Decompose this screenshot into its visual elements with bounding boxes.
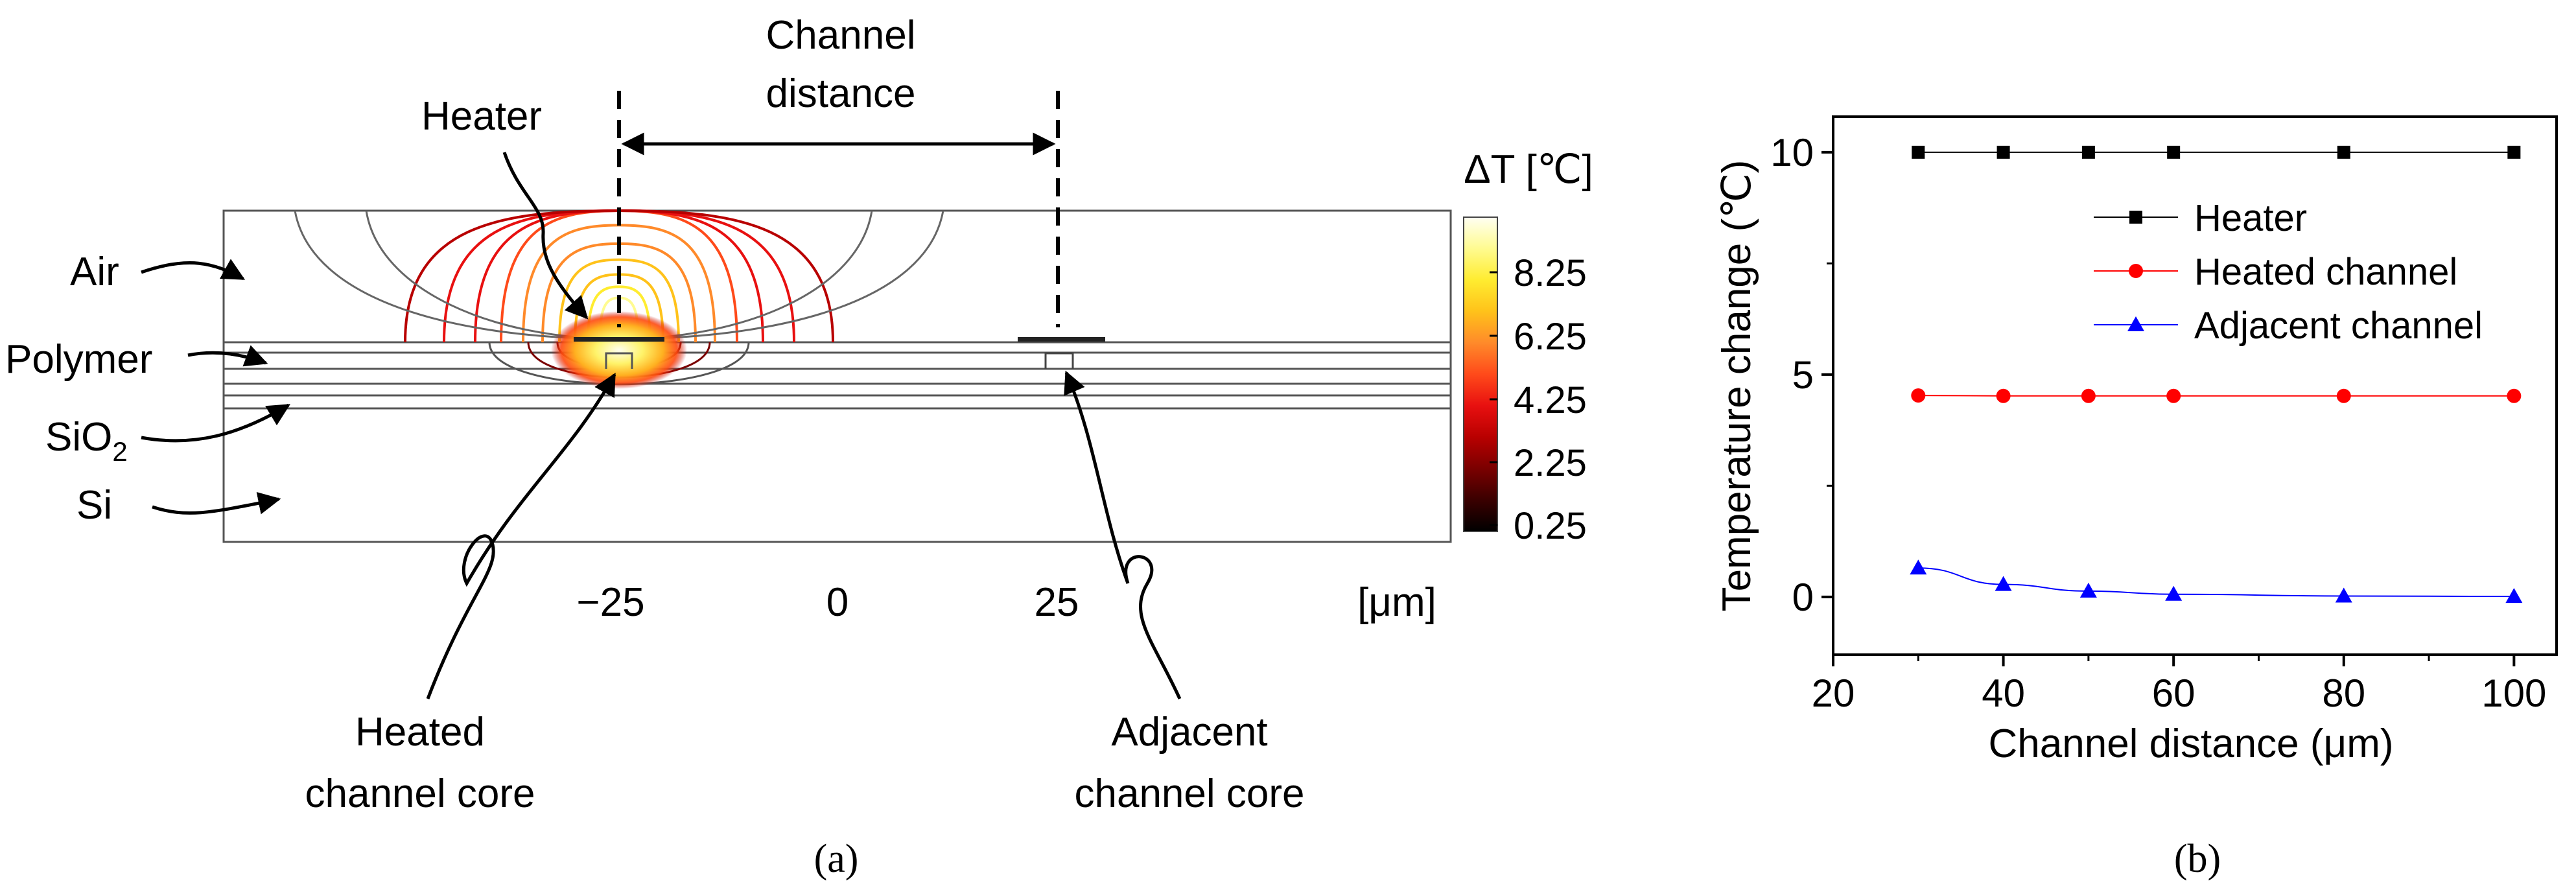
heater-electrode [574,337,664,342]
y-tick-label: 0 [1792,576,1814,619]
isotherm-line [558,258,680,343]
series-heater [1912,145,2521,159]
data-point [2336,388,2351,403]
panel-a-thermal-simulation: Channel distance Heater Air Polymer SiO2… [5,13,1593,881]
x-tick-label: 40 [1982,672,2025,715]
legend-item: Heater [2094,197,2307,239]
hot-spot [551,311,687,389]
data-point [1996,145,2010,159]
panel-a-x-tick: 25 [1035,580,1079,625]
legend-item: Adjacent channel [2094,305,2483,347]
sio2-pointer [141,403,291,443]
chart-series [1910,145,2523,603]
heated-core-pointer [426,372,616,699]
series-heated-channel [1911,388,2522,403]
si-pointer [152,492,281,515]
colorbar-tick-label: 2.25 [1514,442,1587,484]
data-point [2337,145,2350,159]
heated-core-label-line1: Heated [355,710,485,755]
colorbar-gradient [1463,217,1498,532]
colorbar-tick-label: 4.25 [1514,379,1587,421]
colorbar-tick-label: 8.25 [1514,252,1587,294]
heater-label: Heater [421,94,542,139]
data-point [1995,576,2012,591]
x-tick-label: 20 [1812,672,1855,715]
series-line [1918,567,2514,598]
panel-a-x-tick: 0 [826,580,849,625]
legend-label: Heated channel [2194,251,2457,293]
adjacent-heater-electrode [1018,337,1105,342]
data-point [2081,388,2096,403]
adjacent-channel-core [1044,352,1074,369]
legend-marker [2129,264,2143,278]
data-point [1910,559,1927,575]
data-point [2166,388,2181,403]
chart-axes: 20 40 60 80 100 0 5 10 [1770,131,2546,715]
y-axis-label: Temperature change (℃) [1715,160,1759,612]
data-point [2507,388,2522,403]
colorbar-ticks: 8.25 6.25 4.25 2.25 0.25 [1490,252,1587,547]
data-point [2505,588,2523,603]
legend-label: Adjacent channel [2194,305,2483,347]
data-point [2167,145,2181,159]
data-point [1911,388,1926,403]
simulation-domain-frame [222,209,1452,543]
x-tick-label: 60 [2152,672,2195,715]
data-point [2335,587,2352,603]
legend-label: Heater [2194,197,2307,239]
adjacent-core-pointer [1064,370,1182,700]
air-label: Air [70,250,119,294]
x-axis-label: Channel distance (μm) [1989,721,2394,766]
heated-channel-core [605,352,633,369]
data-point [2507,145,2521,159]
colorbar-title: ΔT [℃] [1464,147,1593,192]
adjacent-core-label-line2: channel core [1074,771,1304,816]
x-tick-label: 80 [2322,672,2365,715]
panel-a-x-unit: [μm] [1357,580,1436,625]
sio2-label: SiO2 [45,415,128,467]
data-point [1996,388,2011,403]
plot-frame [1832,115,2558,656]
heater-pointer [502,152,589,320]
colorbar-tick-label: 6.25 [1514,316,1587,358]
polymer-label: Polymer [5,337,152,382]
colorbar-tick-label: 0.25 [1514,505,1587,547]
data-point [2081,145,2095,159]
channel-distance-label-line1: Channel [766,13,916,58]
panel-a-caption: (a) [814,837,859,881]
legend-marker [2129,211,2142,224]
y-tick-label: 10 [1770,131,1814,174]
panel-a-x-ticks: −25 0 25 [μm] [576,580,1436,625]
heated-core-label-line2: channel core [305,771,535,816]
channel-distance-label-line2: distance [766,71,916,116]
x-tick-label: 100 [2481,672,2546,715]
data-point [2079,582,2097,598]
data-point [2165,585,2183,601]
polymer-pointer [187,345,268,367]
data-point [1912,145,1925,159]
si-label: Si [76,483,112,528]
isotherm-line [587,285,651,343]
legend-marker [2127,316,2144,331]
air-pointer [141,259,246,281]
adjacent-core-label-line1: Adjacent [1111,710,1267,755]
series-adjacent-channel [1910,559,2523,603]
legend-item: Heated channel [2094,251,2457,293]
panel-b-caption: (b) [2174,837,2221,881]
panel-a-x-tick: −25 [576,580,644,625]
y-tick-label: 5 [1792,353,1814,397]
